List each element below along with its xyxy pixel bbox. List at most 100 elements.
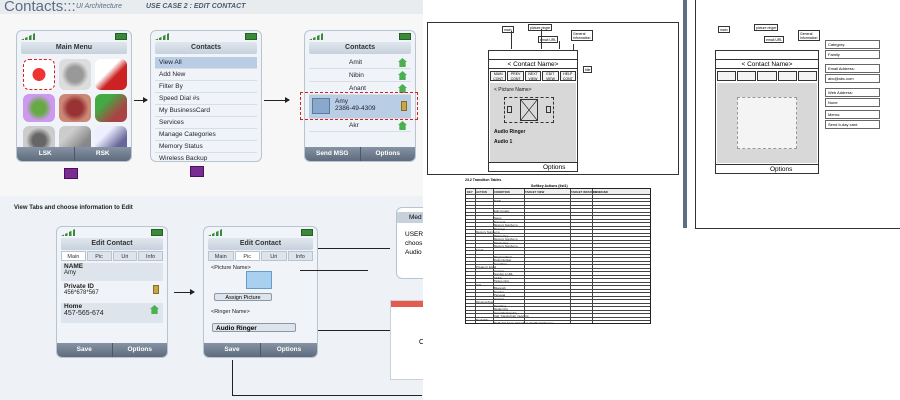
- tab-pic[interactable]: Pic: [234, 251, 260, 261]
- audio-ringer-button[interactable]: Audio Ringer: [212, 323, 296, 332]
- table-row: Private Key: [466, 241, 650, 245]
- table-row: Picture Only: [466, 279, 650, 283]
- selected-contact-name: Amy: [335, 98, 348, 105]
- wf-body: < Picture Name> Audio Ringer Audio 1: [490, 83, 576, 163]
- menu-item[interactable]: Speed Dial #s: [155, 93, 257, 105]
- media-icon[interactable]: [95, 93, 127, 123]
- prev-icon: [507, 106, 512, 113]
- table-column-line: [493, 189, 494, 323]
- send-msg-button[interactable]: Send MSG: [305, 147, 361, 161]
- tab-main[interactable]: Main: [61, 251, 86, 261]
- table-row: Memory Number is: [466, 237, 650, 241]
- picture-name-label: <Picture Name>: [211, 265, 251, 271]
- list-item[interactable]: Anant: [309, 82, 411, 95]
- battery-icon: [151, 229, 163, 236]
- home-icon: [398, 58, 407, 67]
- table-cell: MediaIDV: [476, 317, 489, 322]
- calendar-icon[interactable]: [95, 59, 127, 90]
- tab-main[interactable]: Main: [208, 251, 234, 261]
- menu-item[interactable]: Wireless Backup: [155, 153, 257, 161]
- wf-audio-ringer: Audio Ringer: [494, 129, 526, 135]
- wf-label: email URL: [764, 36, 785, 43]
- name-value: Amy: [64, 270, 76, 276]
- home-field[interactable]: Home 457-565-674: [61, 303, 163, 323]
- screen-title: Contacts: [309, 42, 411, 54]
- tab-pic[interactable]: Pic: [86, 251, 112, 261]
- battery-icon: [301, 229, 313, 236]
- table-column-line: [570, 189, 571, 323]
- wf-label: General Information: [798, 30, 820, 41]
- table-cell: Send Nine: [494, 261, 508, 266]
- table-row: Memory Number is: [466, 223, 650, 227]
- table-cell: Memory Number is: [476, 230, 500, 234]
- options-button[interactable]: Options: [375, 150, 401, 157]
- save-button[interactable]: Save: [204, 343, 261, 357]
- menu-item[interactable]: My BusinessCard: [155, 105, 257, 117]
- softkey-bar: Send MSG Options: [305, 147, 415, 161]
- picture-preview[interactable]: [246, 271, 272, 289]
- arrow-connector: [174, 289, 195, 295]
- table-cell: MyMediaLibrary_DialogBox.phix/MediaManag…: [494, 321, 554, 323]
- contacts-icon[interactable]: [23, 59, 55, 90]
- table-cell: Message: [494, 226, 506, 231]
- wf-button[interactable]: [717, 71, 737, 81]
- private-id-field[interactable]: Private ID 456*678*567: [61, 283, 163, 301]
- arrow-connector: [134, 97, 148, 103]
- table-header-cell: COMMAND: [593, 190, 608, 194]
- rsk-button[interactable]: RSK: [95, 150, 110, 157]
- table-subcaption: Softkey Actions (list1): [531, 184, 568, 188]
- tab-uri[interactable]: Uri: [261, 251, 287, 261]
- wf-button[interactable]: PREV CONT: [507, 71, 524, 81]
- wf-button[interactable]: [737, 71, 757, 81]
- side-info-item: Web Address:: [825, 88, 880, 97]
- menu-item[interactable]: Add New: [155, 69, 257, 81]
- side-info-item: abc@abc.com: [825, 74, 880, 83]
- options-button[interactable]: Options: [276, 346, 302, 353]
- wf-button[interactable]: [757, 71, 777, 81]
- tab-info[interactable]: Info: [138, 251, 163, 261]
- settings-icon[interactable]: [59, 59, 91, 90]
- wf-softkey[interactable]: Options: [716, 164, 818, 173]
- wf-button[interactable]: HELP CONT: [559, 71, 577, 81]
- side-info-item: Memo:: [825, 110, 880, 119]
- wf-button[interactable]: MAIN CONT: [490, 71, 507, 81]
- save-button[interactable]: Save: [57, 343, 113, 357]
- name-field[interactable]: NAME Amy: [61, 263, 163, 281]
- list-item[interactable]: Amit: [309, 56, 411, 69]
- wf-button[interactable]: [797, 71, 818, 81]
- options-button[interactable]: Options: [127, 346, 153, 353]
- table-cell: Email: [476, 247, 483, 252]
- status-bar: [151, 31, 261, 41]
- wf-button[interactable]: [777, 71, 797, 81]
- menu-item[interactable]: Filter By: [155, 81, 257, 93]
- wf-button[interactable]: NEXT VIEW: [524, 71, 542, 81]
- table-cell: Private Key: [494, 240, 509, 245]
- table-row: Call_TransferCall_ViewOnly: [466, 314, 650, 318]
- wf-line: [573, 44, 574, 50]
- assign-picture-button[interactable]: Assign Picture: [214, 293, 272, 301]
- tab-uri[interactable]: Uri: [112, 251, 138, 261]
- list-item[interactable]: Akr: [309, 119, 411, 132]
- left-panel: Contacts::: UI Architecture USE CASE 2 :…: [0, 0, 423, 400]
- menu-item[interactable]: Memory Status: [155, 141, 257, 153]
- selected-contact-row[interactable]: Amy 2386-49-4309: [309, 95, 411, 119]
- table-cell: Name: [494, 216, 502, 220]
- tab-info[interactable]: Info: [287, 251, 313, 261]
- panel-divider: [683, 0, 687, 228]
- camera-icon[interactable]: [59, 93, 91, 123]
- messaging-icon[interactable]: [23, 93, 55, 123]
- lsk-button[interactable]: LSK: [17, 147, 75, 161]
- menu-item[interactable]: Services: [155, 117, 257, 129]
- table-cell: Personal: [494, 293, 506, 297]
- phone-icon: [153, 285, 159, 294]
- menu-item[interactable]: View All: [155, 57, 257, 69]
- wf-softkey[interactable]: Options: [489, 162, 577, 171]
- table-row: Personal: [466, 293, 650, 297]
- menu-item[interactable]: Manage Categories: [155, 129, 257, 141]
- table-cell: Memory Number is: [494, 237, 518, 241]
- frame-edge: [695, 0, 696, 228]
- wf-button[interactable]: EDIT VIEW: [542, 71, 559, 81]
- list-item[interactable]: Nibin: [309, 69, 411, 82]
- table-cell: HomeMedia/policy: [494, 310, 518, 315]
